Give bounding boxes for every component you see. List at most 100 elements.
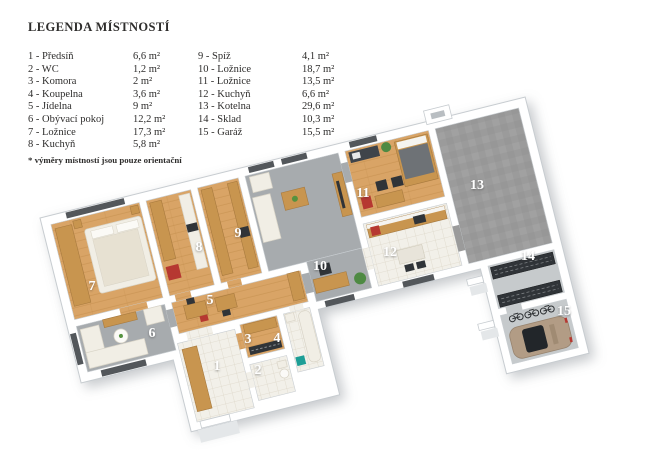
room-name: 14 - Sklad <box>198 113 242 125</box>
room-area: 18,7 m² <box>302 63 335 75</box>
legend-row: 4 - Koupelna 3,6 m² <box>28 89 198 102</box>
chimney <box>423 104 453 126</box>
room-label-8: 8 <box>196 240 203 255</box>
legend-footnote: * výměry místností jsou pouze orientační <box>28 154 182 165</box>
office-chair <box>375 179 389 192</box>
chair <box>199 314 209 323</box>
room-area: 29,6 m² <box>302 101 335 113</box>
sofa <box>252 193 282 244</box>
room-area: 4,1 m² <box>302 51 330 62</box>
window-room7 <box>65 198 126 219</box>
legend-row: 8 - Kuchyň 5,8 m² <box>28 139 198 152</box>
sink <box>186 222 199 233</box>
plant <box>381 142 392 153</box>
room1-furniture <box>181 345 213 413</box>
room-area: 17,3 m² <box>133 126 166 138</box>
room-label-7: 7 <box>89 279 96 294</box>
car <box>509 316 573 359</box>
room-area: 1,2 m² <box>133 63 161 75</box>
cabinet <box>242 316 278 336</box>
toilet-tank <box>276 359 288 370</box>
room5-furniture <box>183 270 306 323</box>
office-chair <box>390 175 404 188</box>
room-13-floor <box>434 107 553 264</box>
room-number-labels: 1 2 3 4 5 6 7 8 9 10 11 12 13 14 15 <box>89 178 572 378</box>
sink <box>351 151 361 160</box>
room-name: 11 - Ložnice <box>198 76 251 88</box>
entrance-door <box>197 413 240 443</box>
room-label-15: 15 <box>557 304 571 319</box>
cabinet <box>149 199 177 262</box>
window-room11 <box>348 135 378 148</box>
appliance <box>370 225 381 237</box>
storage-rack <box>490 251 556 280</box>
room12-furniture <box>366 205 448 273</box>
room-name: 12 - Kuchyň <box>198 88 251 100</box>
dining-table <box>183 300 209 320</box>
room-area: 13,5 m² <box>302 76 335 88</box>
window-room10-b <box>280 152 308 165</box>
room-name: 15 - Garáž <box>198 126 243 138</box>
bed-pillows <box>396 135 428 150</box>
room-label-10: 10 <box>313 259 327 274</box>
room-name: 9 - Spíž <box>198 51 231 62</box>
legend-row: 10 - Ložnice 18,7 m² <box>198 64 388 77</box>
desk <box>374 189 406 209</box>
room-label-14: 14 <box>521 249 535 264</box>
kitchen-table <box>396 244 426 265</box>
side-doors-garage-wing <box>466 275 500 341</box>
corner-sofa <box>85 337 149 369</box>
armchair <box>142 304 166 326</box>
room-label-3: 3 <box>245 332 252 347</box>
room-label-13: 13 <box>470 178 484 193</box>
bicycles <box>508 304 555 323</box>
room3-furniture <box>242 316 283 356</box>
plant <box>354 272 367 285</box>
legend-row: 11 - Ložnice 13,5 m² <box>198 76 388 89</box>
room-name: 8 - Kuchyň <box>28 139 76 151</box>
room8-furniture <box>149 192 209 281</box>
chair <box>185 297 196 305</box>
room-area: 5,8 m² <box>133 139 161 151</box>
room-label-5: 5 <box>207 293 214 308</box>
pillow <box>90 225 115 240</box>
room2-furniture <box>276 359 290 379</box>
chair <box>360 195 374 210</box>
toilet <box>279 368 290 379</box>
sideboard <box>102 311 138 329</box>
chair <box>415 260 427 270</box>
room6-furniture <box>79 304 166 369</box>
room-name: 4 - Koupelna <box>28 88 83 100</box>
bathtub <box>298 310 322 363</box>
box <box>238 225 251 239</box>
room4-furniture <box>284 310 322 367</box>
armchair <box>248 171 274 194</box>
stove <box>412 213 427 225</box>
legend-row: 13 - Kotelna 29,6 m² <box>198 101 388 114</box>
room-area: 3,6 m² <box>133 88 161 100</box>
room-name: 13 - Kotelna <box>198 101 251 113</box>
wardrobe <box>54 224 92 307</box>
room-label-1: 1 <box>214 359 221 374</box>
room-label-12: 12 <box>383 245 397 260</box>
nightstand <box>129 204 141 216</box>
room9-furniture <box>200 180 259 276</box>
room-name: 10 - Ložnice <box>198 63 252 75</box>
desk <box>312 271 350 294</box>
pillow <box>115 219 140 233</box>
window-room10-bottom <box>324 293 356 307</box>
door-openings <box>119 161 523 389</box>
nightstand <box>72 218 83 230</box>
room-name: 7 - Ložnice <box>28 126 76 138</box>
room7-furniture <box>54 204 157 307</box>
office-chair <box>317 262 332 276</box>
window-room6-bottom <box>100 359 147 377</box>
